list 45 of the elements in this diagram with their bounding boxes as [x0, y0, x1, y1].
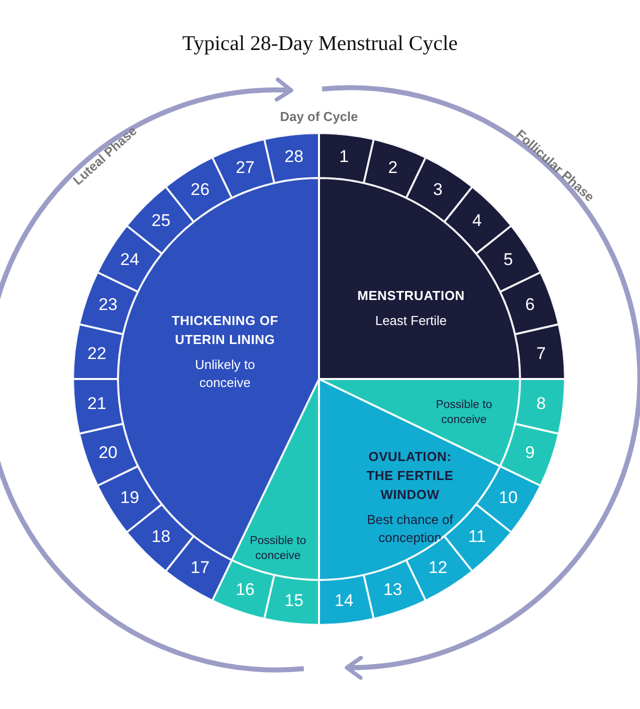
- day-number: 1: [339, 146, 349, 167]
- phase-wedge: [318, 378, 502, 581]
- day-number: 23: [98, 295, 118, 316]
- day-number: 18: [152, 527, 170, 548]
- day-number: 15: [284, 591, 304, 612]
- day-number: 17: [190, 558, 210, 578]
- day-number: 27: [236, 158, 255, 178]
- day-number: 22: [87, 344, 106, 364]
- day-segment: [513, 323, 566, 380]
- day-number: 8: [536, 394, 546, 414]
- day-number: 11: [468, 527, 486, 548]
- day-number: 28: [284, 146, 304, 167]
- phase-heading: OVULATION: THE FERTILE WINDOW: [365, 448, 455, 504]
- day-number: 6: [525, 295, 535, 316]
- day-number: 5: [504, 250, 513, 270]
- day-number: 20: [98, 442, 118, 463]
- day-number: 12: [428, 558, 448, 578]
- phase-wedge: [117, 177, 320, 562]
- phase-description: Unlikely to conceive: [194, 356, 256, 392]
- day-number: 13: [383, 580, 402, 600]
- day-number: 19: [120, 488, 140, 508]
- phase-description: Best chance of conception: [366, 511, 454, 547]
- day-segment: [263, 132, 320, 185]
- day-number: 14: [334, 591, 354, 612]
- day-number: 9: [525, 442, 535, 463]
- diagram-title: Typical 28-Day Menstrual Cycle: [182, 30, 458, 57]
- day-number: 24: [120, 250, 140, 270]
- phase-heading: MENSTRUATION: [357, 287, 465, 305]
- day-number: 25: [152, 210, 170, 231]
- day-number: 26: [190, 180, 210, 200]
- phase-description: Least Fertile: [375, 312, 447, 330]
- phase-heading: THICKENING OF UTERIN LINING: [170, 312, 280, 349]
- wedge-note: Possible to conceive: [248, 534, 308, 564]
- day-number: 21: [87, 394, 106, 414]
- phase-wedge: [318, 177, 521, 380]
- wedge-note: Possible to conceive: [434, 398, 494, 428]
- day-number: 16: [236, 580, 255, 600]
- day-number: 2: [388, 158, 398, 178]
- day-number: 10: [498, 488, 518, 508]
- day-segment: [318, 573, 375, 626]
- day-number: 7: [536, 344, 546, 364]
- axis-label: Day of Cycle: [278, 108, 360, 126]
- day-number: 4: [472, 210, 482, 231]
- day-segment: [72, 378, 125, 435]
- day-number: 3: [433, 180, 443, 200]
